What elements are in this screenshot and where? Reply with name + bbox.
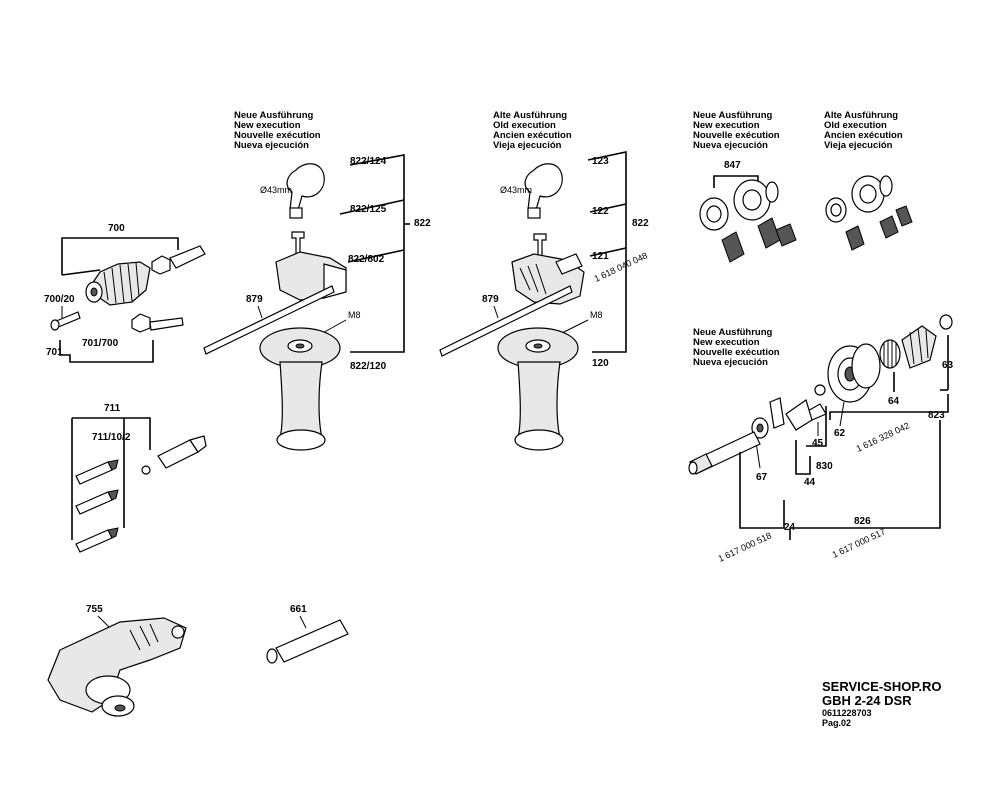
svg-text:700: 700 bbox=[108, 223, 125, 234]
svg-text:661: 661 bbox=[290, 604, 307, 615]
svg-text:Nouvelle exécution: Nouvelle exécution bbox=[693, 130, 780, 141]
svg-text:823: 823 bbox=[928, 410, 945, 421]
svg-text:Ø43mm: Ø43mm bbox=[260, 185, 292, 195]
svg-text:830: 830 bbox=[816, 461, 833, 472]
svg-text:Vieja ejecución: Vieja ejecución bbox=[824, 140, 893, 151]
chuck-adapter-part bbox=[151, 245, 206, 275]
bit-1-part bbox=[75, 459, 119, 485]
svg-text:New execution: New execution bbox=[693, 337, 760, 348]
svg-text:Ancien exécution: Ancien exécution bbox=[493, 130, 572, 141]
caption-old-execution-middle: Alte Ausführung Old execution Ancien exé… bbox=[493, 110, 572, 151]
angle-attachment-755: 755 bbox=[47, 604, 187, 717]
svg-text:120: 120 bbox=[592, 358, 609, 369]
handle-grip-part bbox=[259, 327, 341, 451]
grease-tube-661: 661 bbox=[266, 604, 349, 664]
svg-text:711: 711 bbox=[104, 403, 121, 414]
footer-model: GBH 2-24 DSR bbox=[822, 693, 912, 708]
footer-model-info: SERVICE-SHOP.RO GBH 2-24 DSR 0611228703 … bbox=[822, 679, 942, 729]
svg-text:Nouvelle exécution: Nouvelle exécution bbox=[234, 130, 321, 141]
drill-chuck-part bbox=[85, 261, 151, 306]
svg-text:121: 121 bbox=[592, 251, 609, 262]
chuck-assembly-700: 700 700/20 701 701/700 bbox=[44, 223, 206, 363]
svg-text:67: 67 bbox=[756, 472, 768, 483]
clamp-band-part bbox=[286, 163, 325, 219]
bevel-gear-64-part bbox=[901, 325, 937, 369]
svg-text:700/20: 700/20 bbox=[44, 294, 75, 305]
svg-text:Nouvelle exécution: Nouvelle exécution bbox=[693, 347, 780, 358]
side-handle-old-822: 123 122 121 120 822 1 618 040 048 Ø43mm … bbox=[439, 151, 649, 451]
svg-text:M8: M8 bbox=[590, 310, 603, 320]
svg-text:822/124: 822/124 bbox=[350, 156, 387, 167]
svg-text:Alte Ausführung: Alte Ausführung bbox=[824, 110, 898, 121]
svg-text:847: 847 bbox=[724, 160, 741, 171]
svg-text:Alte Ausführung: Alte Ausführung bbox=[493, 110, 567, 121]
svg-text:701: 701 bbox=[46, 347, 63, 358]
svg-text:45: 45 bbox=[812, 438, 824, 449]
caption-new-execution-lower: Neue Ausführung New execution Nouvelle e… bbox=[693, 327, 780, 368]
carbon-brushes-847-new: 847 bbox=[699, 160, 797, 263]
intermediate-shaft-part bbox=[688, 431, 761, 475]
svg-text:Neue Ausführung: Neue Ausführung bbox=[234, 110, 314, 121]
svg-text:Neue Ausführung: Neue Ausführung bbox=[693, 327, 773, 338]
clamp-band-old-part bbox=[524, 163, 563, 219]
svg-text:123: 123 bbox=[592, 156, 609, 167]
svg-text:Nueva ejecución: Nueva ejecución bbox=[234, 140, 309, 151]
svg-text:Ø43mm: Ø43mm bbox=[500, 185, 532, 195]
svg-text:879: 879 bbox=[482, 294, 499, 305]
svg-text:64: 64 bbox=[888, 396, 900, 407]
svg-text:755: 755 bbox=[86, 604, 103, 615]
svg-text:822/120: 822/120 bbox=[350, 361, 387, 372]
svg-text:Old execution: Old execution bbox=[493, 120, 556, 131]
svg-text:Nueva ejecución: Nueva ejecución bbox=[693, 140, 768, 151]
footer-code: 0611228703 bbox=[822, 708, 872, 718]
handle-grip-old-part bbox=[497, 327, 579, 451]
side-handle-new-822: 822/124 822/125 822/802 822/120 822 Ø43m… bbox=[203, 154, 431, 451]
svg-text:M8: M8 bbox=[348, 310, 361, 320]
svg-text:New execution: New execution bbox=[693, 120, 760, 131]
svg-text:822: 822 bbox=[632, 218, 649, 229]
carbon-brushes-old bbox=[825, 175, 913, 251]
svg-text:826: 826 bbox=[854, 516, 871, 527]
svg-text:1 616 328 042: 1 616 328 042 bbox=[855, 420, 911, 453]
svg-text:New execution: New execution bbox=[234, 120, 301, 131]
caption-new-execution-right: Neue Ausführung New execution Nouvelle e… bbox=[693, 110, 780, 151]
svg-text:44: 44 bbox=[804, 477, 816, 488]
bit-3-part bbox=[75, 527, 119, 553]
svg-text:Ancien exécution: Ancien exécution bbox=[824, 130, 903, 141]
svg-text:701/700: 701/700 bbox=[82, 338, 119, 349]
ball-bearing-62-part bbox=[827, 343, 881, 403]
svg-text:122: 122 bbox=[592, 206, 609, 217]
svg-text:Old execution: Old execution bbox=[824, 120, 887, 131]
svg-text:62: 62 bbox=[834, 428, 846, 439]
clutch-parts-part bbox=[751, 397, 813, 439]
svg-text:822/802: 822/802 bbox=[348, 254, 385, 265]
svg-text:1 617 000 517: 1 617 000 517 bbox=[831, 526, 887, 559]
footer-page: Pag.02 bbox=[822, 718, 852, 728]
bit-2-part bbox=[75, 489, 119, 515]
bit-holder-part bbox=[141, 435, 207, 475]
caption-new-execution-middle: Neue Ausführung New execution Nouvelle e… bbox=[234, 110, 321, 151]
footer-brand: SERVICE-SHOP.RO bbox=[822, 679, 942, 694]
svg-text:822/125: 822/125 bbox=[350, 204, 387, 215]
svg-text:1 617 000 518: 1 617 000 518 bbox=[717, 530, 773, 563]
screwdriver-bits-711: 711 711/10/2 bbox=[71, 403, 207, 553]
svg-text:879: 879 bbox=[246, 294, 263, 305]
svg-text:711/10/2: 711/10/2 bbox=[92, 432, 131, 443]
caption-old-execution-right: Alte Ausführung Old execution Ancien exé… bbox=[824, 110, 903, 151]
svg-text:Vieja ejecución: Vieja ejecución bbox=[493, 140, 562, 151]
svg-text:Neue Ausführung: Neue Ausführung bbox=[693, 110, 773, 121]
chuck-key-part bbox=[131, 313, 184, 333]
needle-bearing-part bbox=[879, 339, 901, 369]
svg-text:822: 822 bbox=[414, 218, 431, 229]
svg-text:Nueva ejecución: Nueva ejecución bbox=[693, 357, 768, 368]
chuck-screw-part bbox=[50, 311, 81, 331]
handle-head-part bbox=[275, 251, 347, 301]
